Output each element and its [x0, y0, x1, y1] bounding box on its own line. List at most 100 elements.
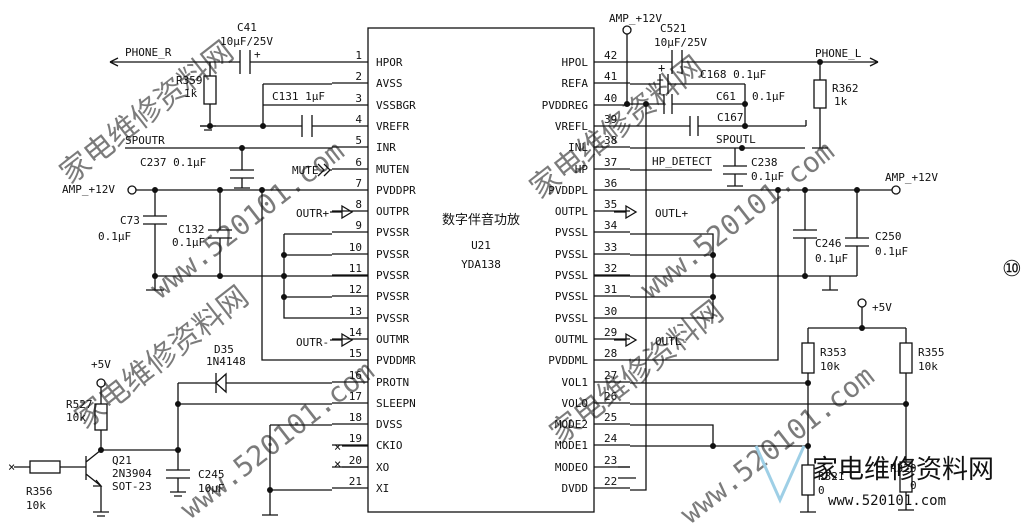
wire-dvss-ground	[262, 424, 332, 516]
d35-name: D35	[214, 343, 234, 356]
pin-number: 5	[355, 134, 362, 147]
pin-number: 27	[604, 369, 617, 382]
ic-pins-right: 42HPOL41REFA40PVDDREG39VREFL38INL37HP36P…	[542, 49, 630, 495]
pin-number: 37	[604, 156, 617, 169]
q21-transistor	[85, 449, 102, 512]
c61-name: C61	[716, 90, 736, 103]
pin-label: OUTML	[555, 333, 588, 346]
q21-package: SOT-23	[112, 480, 152, 493]
c245-name: C245	[198, 468, 225, 481]
pin-number: 6	[355, 156, 362, 169]
label-plus5v-right: +5V	[872, 301, 892, 314]
pin-number: 12	[349, 283, 362, 296]
c132	[208, 190, 232, 276]
pin-label: VOL1	[562, 376, 589, 389]
pin-label: PROTN	[376, 376, 409, 389]
pin-number: 15	[349, 347, 362, 360]
nc-19: ×	[334, 440, 341, 454]
pin-label: XO	[376, 461, 389, 474]
pin-number: 11	[349, 262, 362, 275]
pin-number: 10	[349, 241, 362, 254]
pin-number: 23	[604, 454, 617, 467]
pin-label: OUTPL	[555, 205, 588, 218]
c246-value: 0.1μF	[815, 252, 848, 265]
pin-label: MODEO	[555, 461, 588, 474]
label-outl-plus: OUTL+	[655, 207, 688, 220]
pin-number: 33	[604, 241, 617, 254]
pin-label: PVSSL	[555, 269, 588, 282]
r359-body	[203, 75, 217, 105]
label-hp-detect: HP_DETECT	[652, 155, 712, 168]
c132-name: C132	[178, 223, 205, 236]
outr-minus-arrow	[330, 332, 354, 348]
ground-r320	[898, 492, 914, 511]
ic-body-u21	[367, 27, 595, 513]
pin-number: 24	[604, 432, 618, 445]
pin-number: 28	[604, 347, 617, 360]
r353-value: 10k	[820, 360, 840, 373]
pin-number: 40	[604, 92, 617, 105]
label-phone-l: PHONE_L	[815, 47, 862, 60]
q21-part: 2N3904	[112, 467, 152, 480]
r356-body	[29, 460, 61, 474]
label-plus5v-left: +5V	[91, 358, 111, 371]
pin-label: XI	[376, 482, 389, 495]
label-mute: MUTE	[292, 164, 319, 177]
wire-avss-vssbgr	[262, 83, 332, 126]
c41-plus: +	[254, 48, 261, 61]
pin-label: VREFR	[376, 120, 409, 133]
r355-name: R355	[918, 346, 945, 359]
q21-name: Q21	[112, 454, 132, 467]
r359-value: 1k	[184, 87, 198, 100]
site-logo: 家电维修资料网 www.520101.com	[754, 445, 994, 509]
c167-label: C167	[717, 111, 744, 124]
r320-name: R320	[890, 462, 917, 475]
pin-number: 2	[355, 70, 362, 83]
outl-minus-arrow	[614, 332, 638, 348]
c250-value: 0.1μF	[875, 245, 908, 258]
r356-name: R356	[26, 485, 53, 498]
pin-label: PVSSL	[555, 312, 588, 325]
c245-wire	[101, 404, 190, 492]
ic-part: YDA138	[461, 258, 501, 271]
outl-plus-arrow	[614, 204, 638, 220]
x-mark: ×	[8, 460, 15, 474]
r362-name: R362	[832, 82, 859, 95]
logo-text-cn: 家电维修资料网	[812, 455, 994, 485]
pin-label: VREFL	[555, 120, 588, 133]
r527-name: R527	[66, 398, 93, 411]
logo-text-url: www.520101.com	[828, 493, 946, 509]
pin-number: 20	[349, 454, 362, 467]
pin-label: PVSSR	[376, 269, 409, 282]
c246	[793, 190, 817, 276]
wire-plus5v-right	[807, 307, 907, 343]
ic-pins-left: 1HPOR2AVSS3VSSBGR4VREFR5INR6MUTEN7PVDDPR…	[332, 49, 416, 495]
arrow-phone-l	[869, 57, 879, 67]
c250-name: C250	[875, 230, 902, 243]
c41-name: C41	[237, 21, 257, 34]
pin-label: MUTEN	[376, 163, 409, 176]
pin-number: 14	[349, 326, 363, 339]
pin-label: INL	[568, 141, 588, 154]
c246-name: C246	[815, 237, 842, 250]
